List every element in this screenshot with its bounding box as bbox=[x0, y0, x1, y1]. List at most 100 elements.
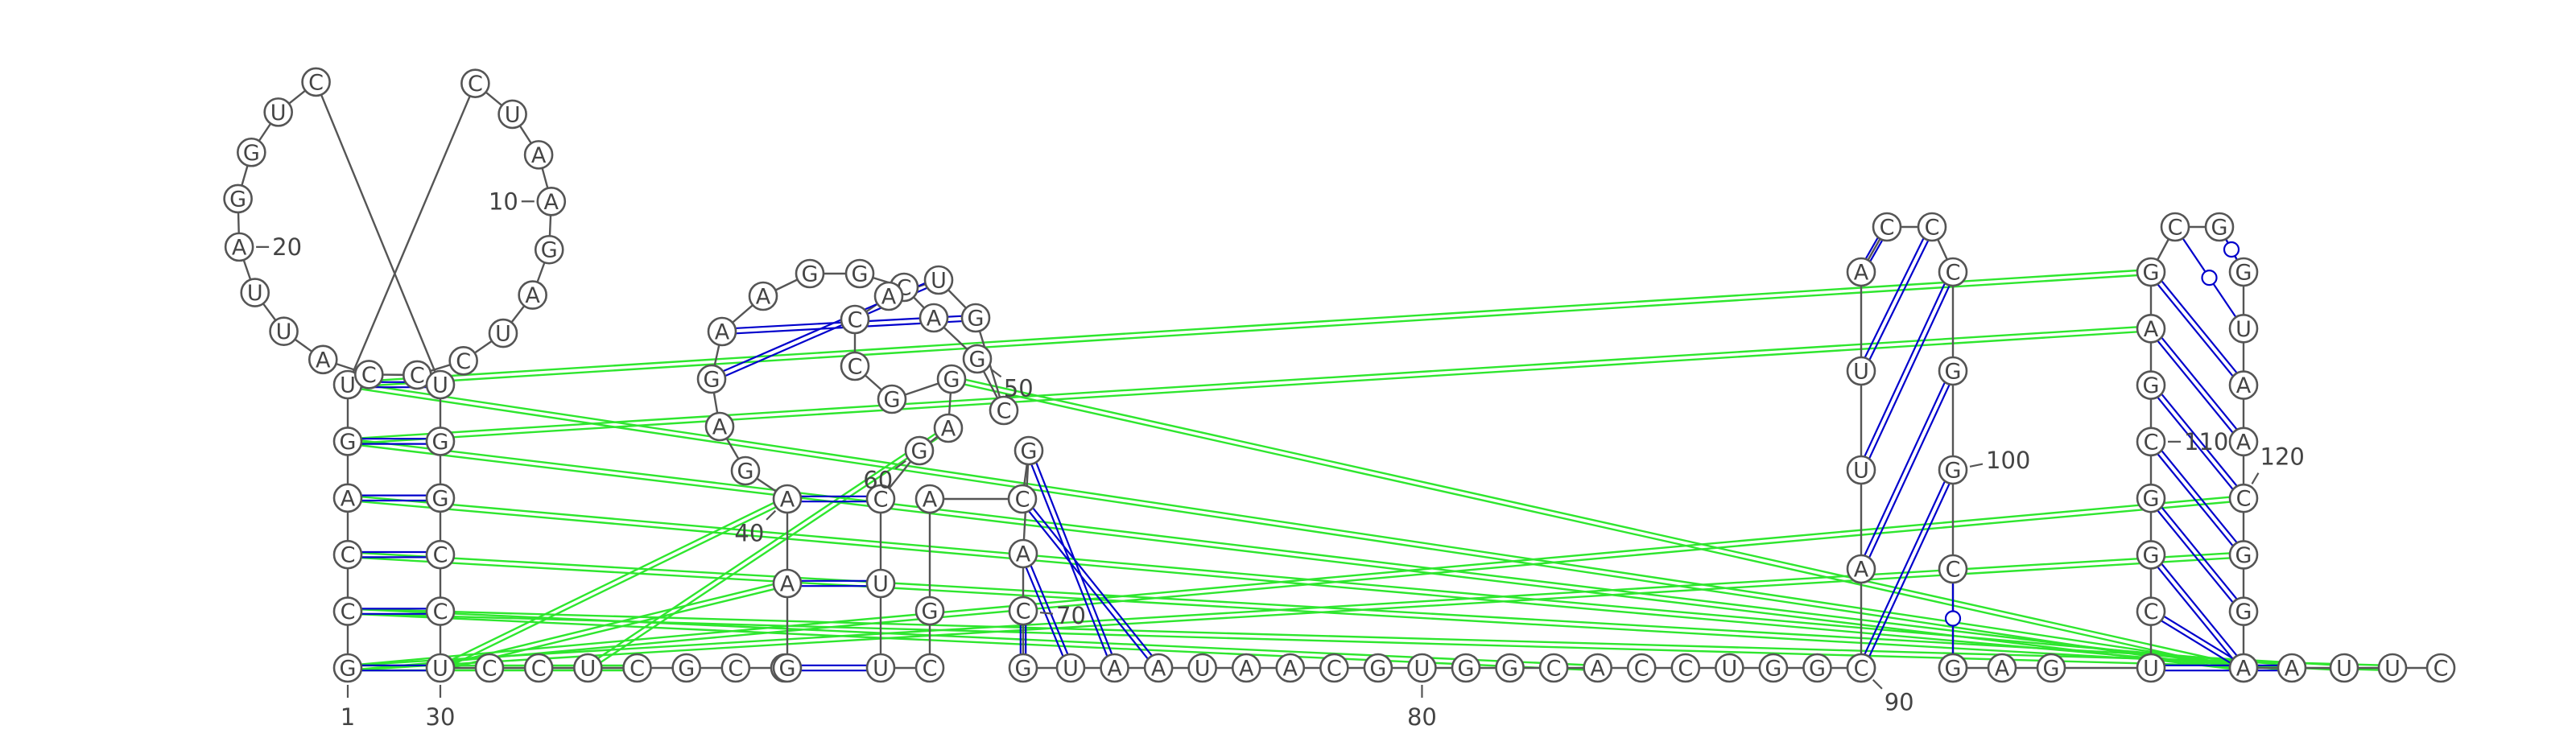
nucleotide: C bbox=[474, 653, 505, 683]
canonical-pair-line bbox=[2152, 326, 2247, 441]
nucleotide-letter: U bbox=[2143, 657, 2159, 682]
nucleotide-circle bbox=[332, 653, 363, 683]
nucleotide: U bbox=[2377, 653, 2408, 683]
nucleotide-number-label: 10 bbox=[489, 188, 518, 215]
nucleotide-circle bbox=[2277, 653, 2307, 683]
nucleotide: G bbox=[772, 653, 803, 683]
nucleotide-letter: U bbox=[2384, 657, 2401, 682]
nucleotide: A bbox=[2228, 370, 2259, 400]
nucleotide-circle bbox=[1008, 538, 1038, 569]
nucleotide-circle bbox=[1670, 653, 1701, 683]
nucleotide-circle bbox=[2228, 427, 2259, 457]
nucleotide-number-label: 120 bbox=[2260, 443, 2305, 470]
nucleotide-letter: U bbox=[2235, 317, 2252, 342]
nucleotide-circle bbox=[497, 99, 527, 130]
nucleotide-circle bbox=[2228, 540, 2259, 570]
nucleotide-letter: C bbox=[848, 308, 863, 333]
nucleotide-circle bbox=[1538, 653, 1569, 683]
nucleotide-letter: A bbox=[1590, 657, 1605, 682]
nucleotide: A bbox=[772, 568, 803, 599]
nucleotide-circle bbox=[488, 318, 518, 348]
nucleotide-letter: C bbox=[482, 657, 497, 682]
canonical-pair-line bbox=[2152, 552, 2247, 667]
nucleotide-circle bbox=[844, 258, 875, 289]
nucleotide: G bbox=[795, 258, 825, 289]
nucleotide-letter: G bbox=[1458, 657, 1475, 682]
nucleotide-number-label: 30 bbox=[426, 703, 456, 731]
nucleotide-letter: G bbox=[852, 262, 869, 287]
nucleotide-letter: C bbox=[2144, 600, 2159, 624]
nucleotide-letter: C bbox=[1016, 600, 1031, 624]
nucleotide-letter: G bbox=[432, 430, 449, 455]
nucleotide: U bbox=[865, 568, 896, 599]
nucleotide-circle bbox=[1055, 653, 1086, 683]
nucleotide-letter: A bbox=[2285, 657, 2300, 682]
nucleotide: C bbox=[1538, 653, 1569, 683]
nucleotide-letter: C bbox=[433, 543, 448, 568]
nucleotide: G bbox=[1802, 653, 1832, 683]
nucleotide: C bbox=[332, 539, 363, 570]
nucleotide-circle bbox=[1363, 653, 1393, 683]
nucleotide: G bbox=[425, 427, 456, 456]
nucleotide-circle bbox=[877, 384, 907, 414]
nucleotide-letter: G bbox=[943, 368, 960, 393]
nucleotide-circle bbox=[772, 484, 803, 514]
nucleotide: U bbox=[1846, 356, 1876, 386]
nucleotide-circle bbox=[772, 653, 803, 683]
nucleotide-circle bbox=[1495, 653, 1525, 683]
canonical-pair-line bbox=[2152, 496, 2247, 611]
nucleotide-letter: A bbox=[1854, 261, 1869, 286]
wobble-pair-marker bbox=[1944, 610, 1962, 627]
canonical-pair-line bbox=[2152, 608, 2246, 667]
nucleotide: C bbox=[1319, 653, 1349, 683]
nucleotide: C bbox=[2136, 427, 2166, 457]
nucleotide-letter: C bbox=[2144, 430, 2159, 455]
nucleotide-circle bbox=[989, 395, 1019, 426]
nucleotide-letter: G bbox=[1021, 439, 1038, 464]
tertiary-interaction-line bbox=[588, 429, 951, 671]
nucleotide: A bbox=[772, 484, 803, 514]
nucleotide-letter: A bbox=[531, 143, 547, 168]
nucleotide-circle bbox=[223, 183, 253, 214]
canonical-pair-line bbox=[1019, 500, 1158, 670]
nucleotide: A bbox=[2228, 653, 2259, 683]
nucleotide-circle bbox=[332, 483, 363, 513]
nucleotide: G bbox=[730, 455, 761, 486]
nucleotide-letter: G bbox=[2235, 261, 2252, 286]
nucleotide-letter: A bbox=[1995, 657, 2010, 682]
nucleotide: G bbox=[696, 364, 727, 394]
nucleotide-letter: G bbox=[884, 388, 901, 413]
nucleotide: C bbox=[425, 539, 456, 570]
nucleotide-circle bbox=[269, 316, 299, 347]
nucleotide: G bbox=[1008, 653, 1038, 683]
nucleotide-circle bbox=[1846, 653, 1876, 683]
nucleotide: A bbox=[308, 344, 338, 375]
nucleotide: G bbox=[1758, 653, 1789, 683]
nucleotide-letter: G bbox=[1809, 657, 1826, 682]
canonical-pair-line bbox=[2152, 439, 2247, 554]
nucleotide: U bbox=[1055, 653, 1086, 683]
nucleotide-circle bbox=[933, 413, 964, 443]
nucleotide: C bbox=[460, 68, 490, 98]
nucleotide: U bbox=[2136, 653, 2166, 683]
nucleotide-letter: C bbox=[1946, 558, 1961, 583]
nucleotide: G bbox=[1495, 653, 1525, 683]
nucleotide-circle bbox=[332, 539, 363, 570]
nucleotide-letter: U bbox=[495, 322, 511, 347]
nucleotide-letter: C bbox=[630, 657, 645, 682]
nucleotide-letter: G bbox=[2143, 261, 2160, 286]
nucleotide: A bbox=[1008, 538, 1038, 569]
nucleotide-circle bbox=[1872, 212, 1902, 242]
nucleotide: U bbox=[425, 369, 456, 400]
nucleotide: C bbox=[2228, 483, 2259, 513]
nucleotide-circle bbox=[960, 303, 991, 333]
nucleotide-circle bbox=[1938, 554, 1968, 584]
nucleotide-circle bbox=[1802, 653, 1832, 683]
backbone bbox=[237, 80, 2441, 670]
nucleotide: G bbox=[237, 137, 266, 167]
nucleotide: C bbox=[1917, 212, 1947, 242]
nucleotide: C bbox=[989, 395, 1019, 426]
nucleotide: G bbox=[223, 183, 253, 214]
tertiary-interaction-line bbox=[347, 551, 2244, 667]
